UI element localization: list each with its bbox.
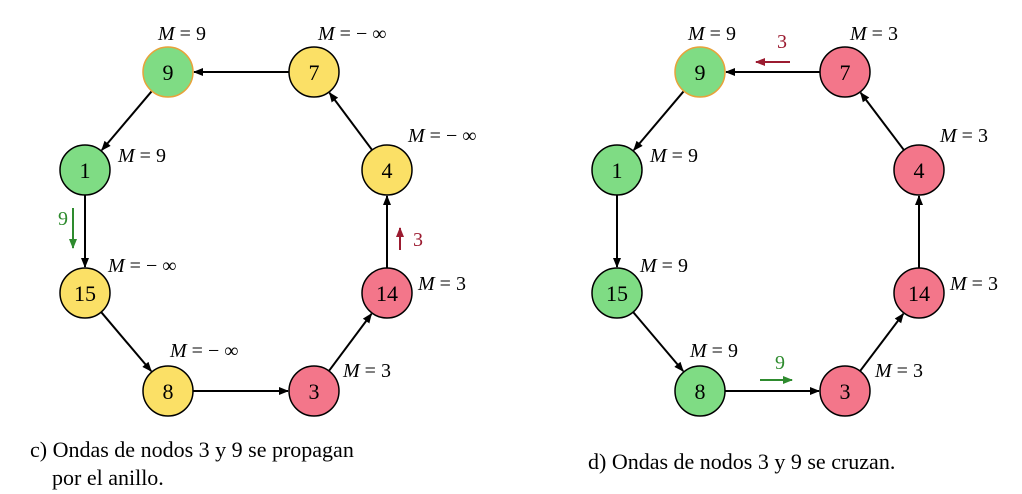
node-9	[142, 46, 194, 98]
node-7-label: 7	[840, 60, 851, 85]
node-1-max-label: M = 9	[649, 145, 698, 167]
edge-15-to-8	[100, 311, 152, 372]
node-8-max-label: M = − ∞	[169, 340, 239, 362]
node-3	[288, 365, 340, 417]
node-14-label: 14	[908, 281, 930, 306]
node-7-max-label: M = − ∞	[317, 23, 387, 45]
node-9-max-label: M = 9	[157, 23, 206, 45]
message-9-label: 9	[775, 352, 785, 374]
node-7	[819, 46, 871, 98]
node-1	[59, 144, 111, 196]
edge-9-to-1	[101, 90, 153, 151]
node-1	[591, 144, 643, 196]
node-8-label: 8	[695, 379, 706, 404]
node-3	[819, 365, 871, 417]
node-3-max-label: M = 3	[874, 360, 923, 382]
node-3-label: 3	[309, 379, 320, 404]
edge-4-to-7	[328, 92, 373, 151]
panel-d: 9 M = 9 7 M = 3 1 M = 9 4 M = 3 15 M = 9 14 M = 3 8 M…	[591, 23, 998, 417]
edge-15-to-8	[632, 311, 684, 372]
node-9-label: 9	[695, 60, 706, 85]
node-15	[59, 267, 111, 319]
caption-c-line-1: c) Ondas de nodos 3 y 9 se propagan	[30, 437, 354, 462]
node-1-label: 1	[80, 158, 91, 183]
node-15-max-label: M = − ∞	[107, 255, 177, 277]
node-1-label: 1	[612, 158, 623, 183]
node-7-max-label: M = 3	[849, 23, 898, 45]
edge-4-to-7	[859, 91, 905, 151]
node-7	[288, 46, 340, 98]
node-1-max-label: M = 9	[117, 145, 166, 167]
node-4-max-label: M = 3	[939, 125, 988, 147]
node-15-label: 15	[74, 281, 96, 306]
message-3-label: 3	[777, 31, 787, 53]
node-15-label: 15	[606, 281, 628, 306]
node-14-max-label: M = 3	[949, 273, 998, 295]
node-4-label: 4	[914, 158, 925, 183]
edge-3-to-14	[859, 312, 905, 372]
edge-3-to-14	[328, 313, 373, 372]
message-3-label: 3	[413, 229, 423, 251]
caption-d: d) Ondas de nodos 3 y 9 se cruzan.	[588, 448, 895, 476]
node-9	[674, 46, 726, 98]
node-4	[361, 144, 413, 196]
node-14	[361, 267, 413, 319]
node-8-max-label: M = 9	[689, 340, 738, 362]
node-15-max-label: M = 9	[639, 255, 688, 277]
node-14-max-label: M = 3	[417, 273, 466, 295]
caption-d-line-1: d) Ondas de nodos 3 y 9 se cruzan.	[588, 449, 896, 474]
node-3-label: 3	[840, 379, 851, 404]
node-8-label: 8	[163, 379, 174, 404]
node-14	[893, 267, 945, 319]
node-15	[591, 267, 643, 319]
node-4	[893, 144, 945, 196]
node-4-max-label: M = − ∞	[407, 125, 477, 147]
caption-c: c) Ondas de nodos 3 y 9 se propagan por …	[30, 436, 354, 492]
node-9-label: 9	[163, 60, 174, 85]
node-3-max-label: M = 3	[342, 360, 391, 382]
node-7-label: 7	[309, 60, 320, 85]
node-4-label: 4	[382, 158, 393, 183]
node-14-label: 14	[376, 281, 398, 306]
node-8	[674, 365, 726, 417]
caption-c-line-2: por el anillo.	[52, 465, 164, 490]
node-9-max-label: M = 9	[687, 23, 736, 45]
node-8	[142, 365, 194, 417]
message-9-label: 9	[58, 208, 68, 230]
edge-9-to-1	[633, 90, 685, 151]
